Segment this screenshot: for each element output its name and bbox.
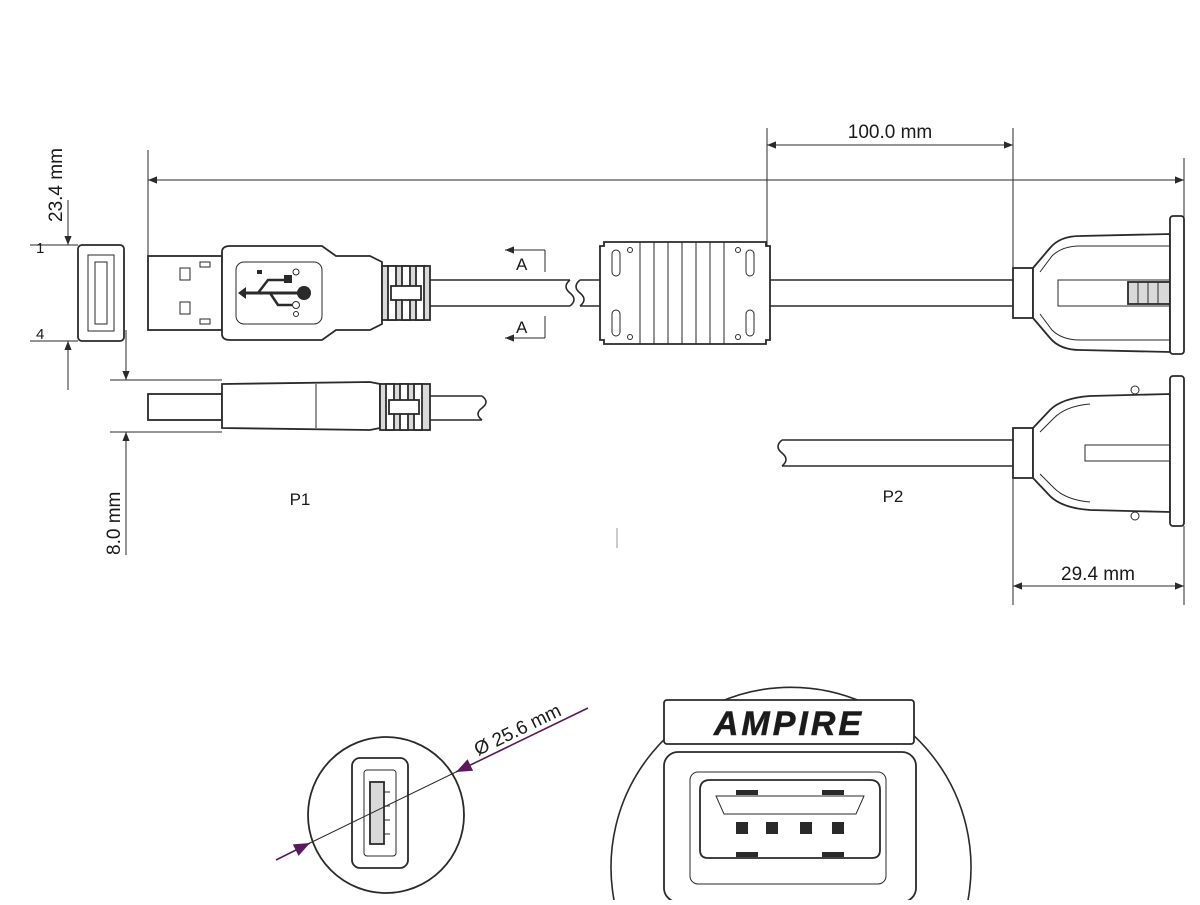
ferrite-core xyxy=(599,241,771,345)
dimension-29-4mm-label: 29.4 mm xyxy=(1061,564,1135,585)
pin-1-label: 1 xyxy=(36,240,44,257)
dimension-100mm-label: 100.0 mm xyxy=(848,122,932,143)
enlarged-socket-detail: AMPIRE xyxy=(610,686,972,903)
p1-label: P1 xyxy=(290,490,311,509)
p1-plug-top-view xyxy=(147,245,600,341)
plug-end-view: 1 4 23.4 mm xyxy=(30,148,125,390)
dimension-8-0mm-label: 8.0 mm xyxy=(104,492,125,555)
overall-length-dimension xyxy=(147,150,1185,258)
p2-socket-top-view xyxy=(1012,215,1185,355)
p2-socket-side-view xyxy=(777,375,1185,527)
usb-symbol-icon xyxy=(238,268,311,317)
p2-label: P2 xyxy=(883,487,904,506)
panel-socket-front-view xyxy=(307,736,465,894)
diameter-label: Ø 25.6 mm xyxy=(471,700,565,760)
dimension-100mm: 100.0 mm xyxy=(766,122,1014,270)
section-a-bottom-label: A xyxy=(516,318,528,337)
section-a-top-label: A xyxy=(516,255,528,274)
ampire-logo-text: AMPIRE xyxy=(713,705,864,743)
section-a-marks: A A xyxy=(505,246,546,342)
ampire-logo: AMPIRE xyxy=(663,699,915,745)
dimension-23-4mm-label: 23.4 mm xyxy=(46,148,67,222)
dimension-29-4mm: 29.4 mm xyxy=(1012,478,1185,605)
pin-4-label: 4 xyxy=(36,326,44,343)
p1-plug-side-view: 8.0 mm xyxy=(104,330,487,555)
